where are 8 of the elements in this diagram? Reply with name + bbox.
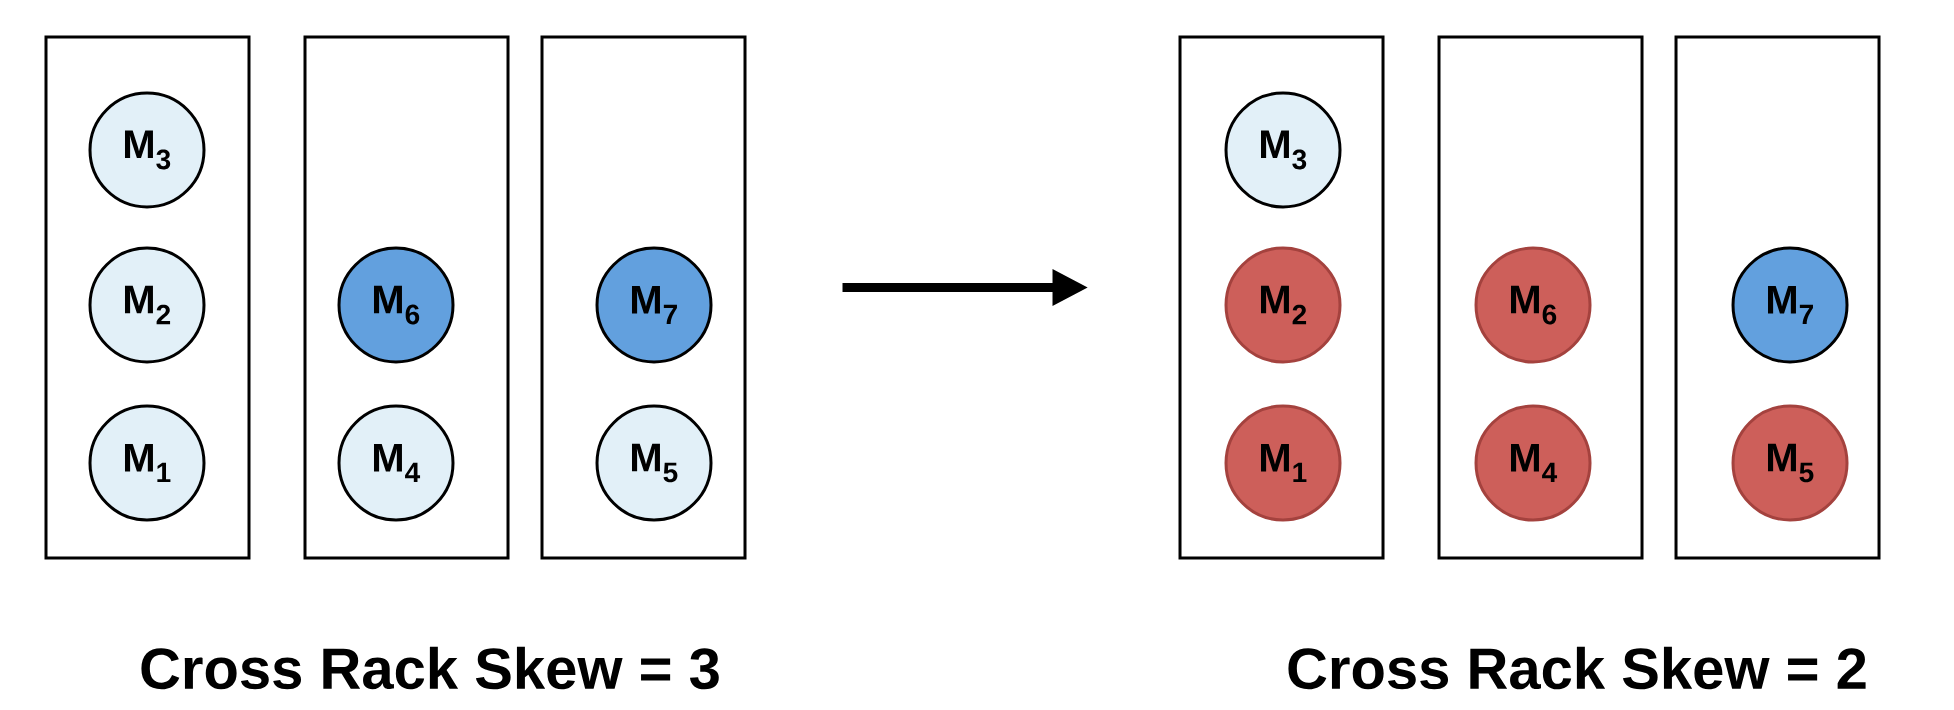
rack-box — [540, 35, 747, 560]
rack-box — [1178, 35, 1385, 560]
rack-box — [44, 35, 251, 560]
caption: Cross Rack Skew = 3 — [141, 646, 719, 690]
rack-box — [1437, 35, 1644, 560]
rack-box — [303, 35, 510, 560]
rack-box — [1674, 35, 1881, 560]
caption: Cross Rack Skew = 2 — [1288, 646, 1866, 690]
